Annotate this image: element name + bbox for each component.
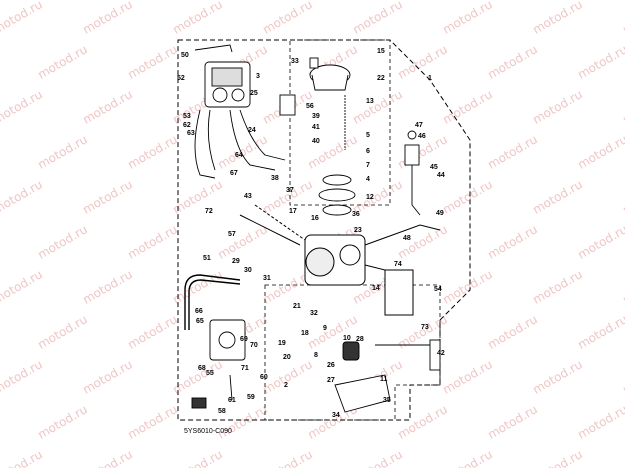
callout-16: 16 xyxy=(311,215,319,222)
callout-12: 12 xyxy=(366,194,374,201)
callout-22: 22 xyxy=(377,75,385,82)
callout-21: 21 xyxy=(293,303,301,310)
callout-71: 71 xyxy=(241,365,249,372)
callout-10: 10 xyxy=(343,335,351,342)
callout-29: 29 xyxy=(232,258,240,265)
callout-53: 53 xyxy=(183,113,191,120)
callout-1: 1 xyxy=(428,75,432,82)
callout-55: 55 xyxy=(206,370,214,377)
callout-36: 36 xyxy=(352,211,360,218)
callout-65: 65 xyxy=(196,318,204,325)
diagram-code: 5YS6010-C090 xyxy=(184,428,232,435)
callout-43: 43 xyxy=(244,193,252,200)
callout-23: 23 xyxy=(354,227,362,234)
callout-13: 13 xyxy=(366,98,374,105)
callout-6: 6 xyxy=(366,148,370,155)
vacuum-chamber-cover xyxy=(309,57,356,216)
callout-62: 62 xyxy=(183,122,191,129)
callout-54: 54 xyxy=(434,286,442,293)
callout-28: 28 xyxy=(356,336,364,343)
callout-33: 33 xyxy=(291,58,299,65)
callout-58: 58 xyxy=(218,408,226,415)
callout-51: 51 xyxy=(203,255,211,262)
callout-59: 59 xyxy=(247,394,255,401)
callout-34: 34 xyxy=(332,412,340,419)
callout-50: 50 xyxy=(181,52,189,59)
callout-19: 19 xyxy=(278,340,286,347)
callout-44: 44 xyxy=(437,172,445,179)
callout-64: 64 xyxy=(235,152,243,159)
callout-35: 35 xyxy=(383,397,391,404)
callout-31: 31 xyxy=(263,275,271,282)
hose-assembly xyxy=(184,274,241,330)
callout-27: 27 xyxy=(327,377,335,384)
callout-38: 38 xyxy=(271,175,279,182)
callout-42: 42 xyxy=(437,350,445,357)
callout-61: 61 xyxy=(228,397,236,404)
callout-67: 67 xyxy=(230,170,238,177)
throttle-linkage xyxy=(404,130,441,371)
callout-37: 37 xyxy=(286,187,294,194)
callout-57: 57 xyxy=(228,231,236,238)
callout-56: 56 xyxy=(306,103,314,110)
subassembly-outline-lower xyxy=(264,284,441,421)
float-bowl xyxy=(334,341,430,413)
callout-46: 46 xyxy=(418,133,426,140)
callout-14: 14 xyxy=(372,285,380,292)
callout-3: 3 xyxy=(256,73,260,80)
carburetor-assembly-top xyxy=(194,44,296,179)
callout-63: 63 xyxy=(187,130,195,137)
callout-40: 40 xyxy=(312,138,320,145)
callout-69: 69 xyxy=(240,336,248,343)
callout-72: 72 xyxy=(205,208,213,215)
callout-52: 52 xyxy=(177,75,185,82)
callout-74: 74 xyxy=(394,261,402,268)
callout-8: 8 xyxy=(314,352,318,359)
assembly-outline xyxy=(177,39,471,421)
callout-2: 2 xyxy=(284,382,288,389)
callout-4: 4 xyxy=(366,176,370,183)
callout-41: 41 xyxy=(312,124,320,131)
subassembly-outline xyxy=(289,39,391,206)
callout-32: 32 xyxy=(310,310,318,317)
callout-70: 70 xyxy=(250,342,258,349)
callout-66: 66 xyxy=(195,308,203,315)
callout-11: 11 xyxy=(380,376,388,383)
callout-73: 73 xyxy=(421,324,429,331)
callout-25: 25 xyxy=(250,90,258,97)
callout-45: 45 xyxy=(430,164,438,171)
callout-20: 20 xyxy=(283,354,291,361)
callout-49: 49 xyxy=(436,210,444,217)
callout-24: 24 xyxy=(248,127,256,134)
callout-17: 17 xyxy=(289,208,297,215)
callout-47: 47 xyxy=(415,122,423,129)
callout-30: 30 xyxy=(244,267,252,274)
callout-5: 5 xyxy=(366,132,370,139)
callout-39: 39 xyxy=(312,113,320,120)
callout-26: 26 xyxy=(327,362,335,369)
callout-60: 60 xyxy=(260,374,268,381)
callout-9: 9 xyxy=(323,325,327,332)
accelerator-pump xyxy=(191,319,246,409)
carburetor-body xyxy=(239,204,441,316)
callout-48: 48 xyxy=(403,235,411,242)
callout-18: 18 xyxy=(301,330,309,337)
callout-15: 15 xyxy=(377,48,385,55)
callout-68: 68 xyxy=(198,365,206,372)
callout-7: 7 xyxy=(366,162,370,169)
